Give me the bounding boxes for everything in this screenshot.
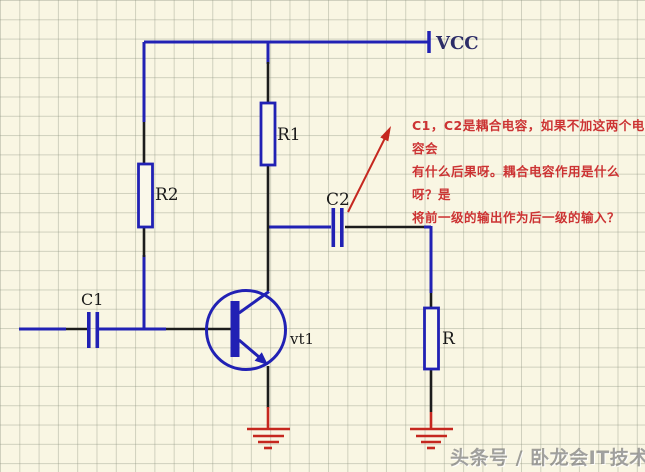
transistor-collector-lead — [238, 290, 270, 315]
resistor-r-body — [423, 306, 440, 371]
label-vt1: vt1 — [289, 330, 314, 348]
watermark: 头条号 / 卧龙会IT技术 — [450, 447, 645, 469]
label-c1: C1 — [81, 290, 103, 309]
vcc-label: VCC — [435, 33, 479, 54]
wires-blue — [19, 31, 433, 331]
annotation-line-1: C1，C2是耦合电容，如果不加这两个电容会 — [412, 118, 645, 156]
label-r2: R2 — [155, 185, 179, 205]
callout-arrow-icon — [347, 126, 391, 213]
annotation-note: C1，C2是耦合电容，如果不加这两个电容会 有什么后果呀。耦合电容作用是什么呀？… — [412, 114, 645, 229]
transistor-emitter-lead — [238, 338, 260, 359]
capacitor-c2-plate-left — [331, 208, 336, 247]
callout-arrow-head — [380, 126, 391, 142]
resistors — [137, 101, 440, 371]
ground-emitter-icon — [247, 407, 290, 450]
transistor-circle — [205, 289, 287, 371]
capacitors — [87, 208, 344, 348]
callout-arrow-shaft — [347, 137, 386, 213]
transistor-base-bar — [230, 301, 240, 357]
label-r1: R1 — [277, 125, 301, 145]
ground-r-icon — [410, 412, 453, 450]
emitter-arrow-icon — [254, 352, 268, 365]
annotation-line-3: 将前一级的输出作为后一级的输入？ — [412, 210, 621, 225]
label-r: R — [442, 329, 456, 349]
transistor-vt1 — [205, 289, 287, 371]
resistor-r2-body — [137, 162, 154, 229]
capacitor-c1-plate-left — [87, 312, 91, 348]
resistor-r1-body — [259, 101, 277, 167]
pins-black — [66, 62, 433, 412]
capacitor-c2-plate-right — [340, 208, 344, 247]
annotation-line-2: 有什么后果呀。耦合电容作用是什么呀？是 — [412, 164, 621, 202]
wire-c2-corner-down — [424, 225, 433, 293]
capacitor-c1-plate-right — [95, 312, 100, 348]
label-c2: C2 — [326, 190, 350, 210]
